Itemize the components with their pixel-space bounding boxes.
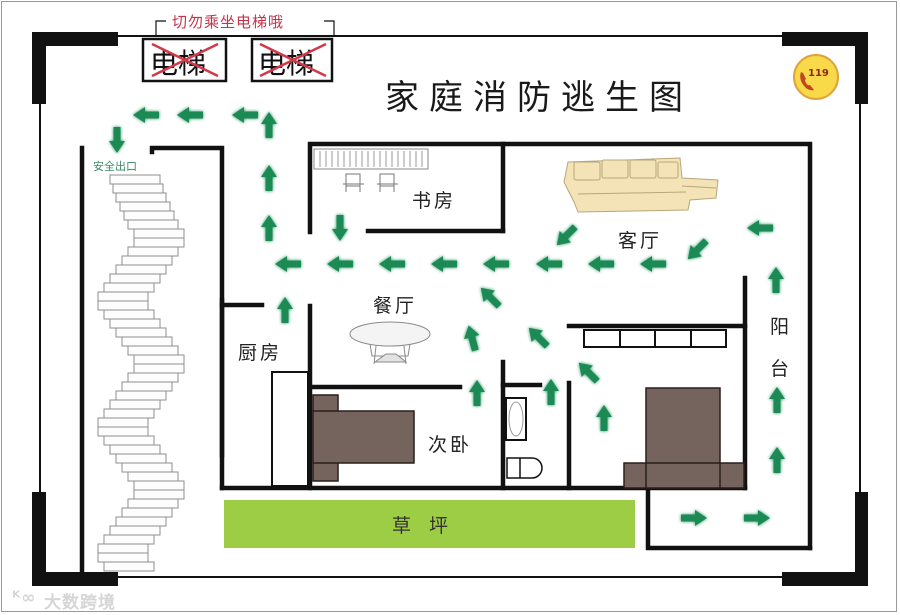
dining-table xyxy=(349,321,431,365)
wardrobe xyxy=(583,329,727,348)
second-bedroom-bed xyxy=(312,394,415,482)
escape-arrow-icon xyxy=(431,256,457,272)
escape-arrow-icon xyxy=(469,380,485,406)
escape-arrow-icon xyxy=(379,256,405,272)
staircase xyxy=(97,174,185,572)
escape-arrow-icon xyxy=(682,235,712,265)
escape-arrow-icon xyxy=(109,127,125,153)
master-bed xyxy=(623,387,745,489)
escape-arrow-icon xyxy=(332,215,348,241)
watermark-text: 大数跨境 xyxy=(44,593,116,613)
emergency-119-badge xyxy=(793,54,839,100)
escape-arrow-icon xyxy=(261,165,277,191)
escape-arrow-icon xyxy=(681,510,707,526)
escape-arrow-icon xyxy=(573,357,603,387)
bookshelf xyxy=(313,148,429,170)
kitchen-counter xyxy=(271,371,309,487)
escape-arrow-icon xyxy=(483,256,509,272)
elevator-label-2: 电梯 xyxy=(258,47,315,80)
escape-arrow-icon xyxy=(744,510,770,526)
escape-arrow-icon xyxy=(177,107,203,123)
watermark-logo-icon: ᴷ∞ xyxy=(12,588,37,608)
room-label-second-bedroom: 次卧 xyxy=(428,434,473,456)
sofa xyxy=(563,157,719,213)
escape-arrow-icon xyxy=(769,387,785,413)
room-label-living-room: 客厅 xyxy=(618,230,663,252)
escape-arrow-icon xyxy=(275,256,301,272)
room-label-dining-room: 餐厅 xyxy=(373,295,418,317)
toilet xyxy=(506,457,543,479)
warning-text: 切勿乘坐电梯哦 xyxy=(172,13,285,31)
study-chairs xyxy=(343,173,398,192)
escape-arrow-icon xyxy=(768,267,784,293)
corner-brackets xyxy=(32,32,868,586)
room-label-study: 书房 xyxy=(412,190,457,212)
escape-arrow-icon xyxy=(327,256,353,272)
escape-arrow-icon xyxy=(769,447,785,473)
room-label-balcony-2: 台 xyxy=(770,358,793,380)
escape-arrow-icon xyxy=(536,256,562,272)
page-title: 家庭消防逃生图 xyxy=(385,78,693,118)
escape-arrow-icon xyxy=(232,107,258,123)
safety-exit-label: 安全出口 xyxy=(93,160,137,173)
escape-arrow-icon xyxy=(523,322,553,352)
escape-arrow-icon xyxy=(551,221,581,251)
escape-arrow-icon xyxy=(261,112,277,138)
interior-walls xyxy=(79,141,813,578)
escape-arrow-icon xyxy=(596,405,612,431)
warning-bracket xyxy=(155,20,335,36)
bathtub xyxy=(505,397,527,441)
escape-arrow-icon xyxy=(640,256,666,272)
lawn-area xyxy=(224,500,635,548)
escape-arrow-icon xyxy=(277,297,293,323)
room-label-kitchen: 厨房 xyxy=(238,342,283,364)
escape-arrow-icon xyxy=(543,379,559,405)
room-label-balcony-1: 阳 xyxy=(770,316,793,338)
escape-arrow-icon xyxy=(747,220,773,236)
lawn-label: 草坪 xyxy=(392,515,467,537)
emergency-number: 119 xyxy=(808,68,829,79)
escape-arrow-icon xyxy=(133,107,159,123)
outer-boundary xyxy=(39,35,861,578)
elevator-label-1: 电梯 xyxy=(150,47,207,80)
escape-arrow-icon xyxy=(261,215,277,241)
escape-arrow-icon xyxy=(475,282,505,312)
escape-arrow-icon xyxy=(588,256,614,272)
phone-icon xyxy=(800,72,814,91)
escape-arrow-icon xyxy=(460,323,484,353)
